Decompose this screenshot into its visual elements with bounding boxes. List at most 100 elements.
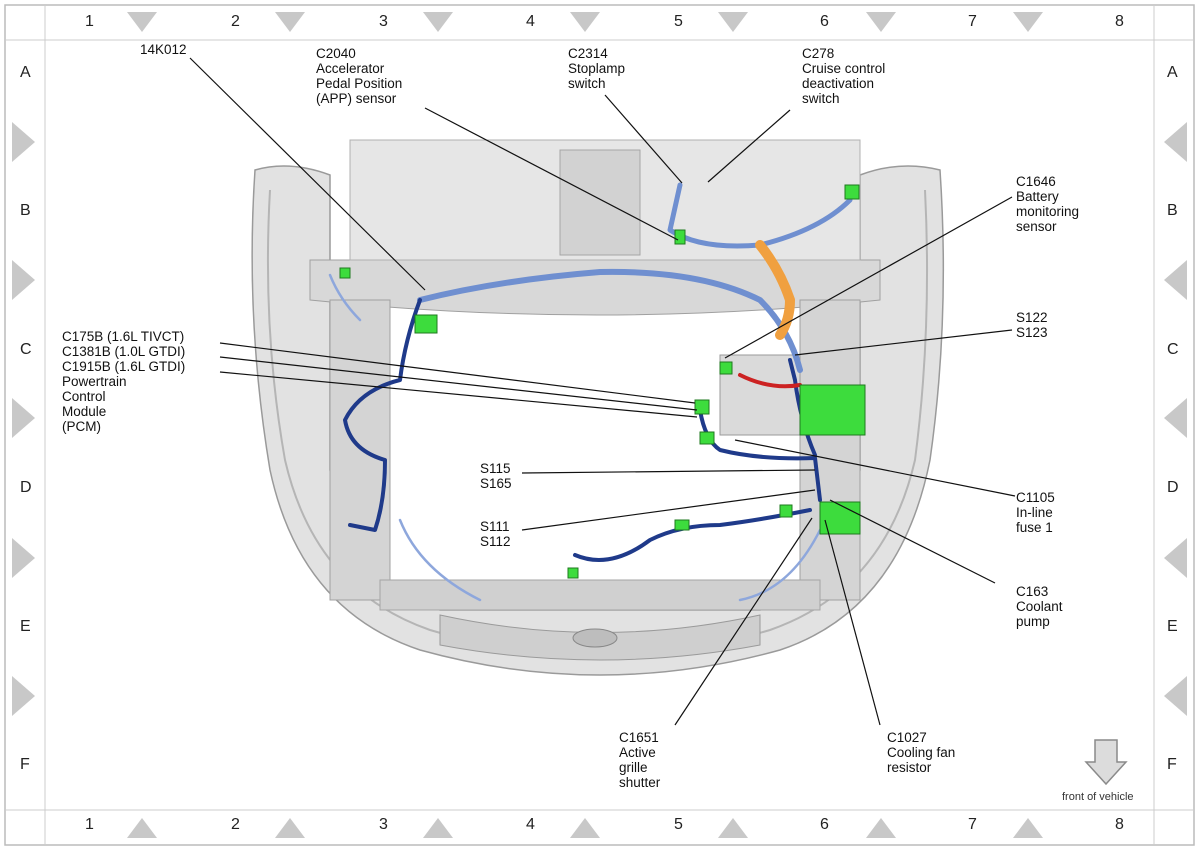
c1646-line-3: monitoring — [1016, 204, 1080, 219]
s111-line-1: S111 — [480, 519, 510, 534]
c278-line-2: Cruise control — [802, 61, 886, 76]
grid-row-left-d: D — [20, 479, 32, 496]
label-c2040: C2040 Accelerator Pedal Position (APP) s… — [316, 46, 402, 106]
grid-row-left-a: A — [20, 64, 31, 81]
label-s111-s112: S111 S112 — [480, 519, 511, 549]
c2314-line-3: switch — [568, 76, 606, 91]
label-c1646: C1646 Battery monitoring sensor — [1016, 174, 1079, 234]
grid-col-top-6: 6 — [820, 13, 829, 30]
c1646-line-2: Battery — [1016, 189, 1059, 204]
s122-line-2: S123 — [1016, 325, 1048, 340]
grid-row-right-c: C — [1167, 341, 1179, 358]
c1105-line-2: In-line — [1016, 505, 1053, 520]
pcm-line-1: C175B (1.6L TIVCT) — [62, 329, 185, 344]
front-arrow-icon — [1084, 739, 1128, 786]
grid-col-top-2: 2 — [231, 13, 240, 30]
c2314-line-2: Stoplamp — [568, 61, 626, 76]
pcm-line-7: (PCM) — [62, 419, 101, 434]
c1651-line-2: Active — [619, 745, 656, 760]
grid-row-left-c: C — [20, 341, 32, 358]
c1027-line-2: Cooling fan — [887, 745, 956, 760]
s115-line-2: S165 — [480, 476, 512, 491]
c163-line-2: Coolant — [1016, 599, 1063, 614]
grid-row-left-e: E — [20, 618, 31, 635]
grid-markers-bottom — [127, 818, 1043, 838]
c278-line-1: C278 — [802, 46, 835, 61]
grid-row-right-b: B — [1167, 202, 1178, 219]
grid-col-bottom-2: 2 — [231, 816, 240, 833]
s111-line-2: S112 — [480, 534, 511, 549]
c1651-line-1: C1651 — [619, 730, 659, 745]
harness-pcm-branch — [698, 408, 822, 502]
c2040-line-4: (APP) sensor — [316, 91, 397, 106]
harness-right-light — [738, 528, 822, 602]
pcm-line-6: Module — [62, 404, 107, 419]
front-of-vehicle-caption: front of vehicle — [1062, 791, 1134, 803]
label-pcm: C175B (1.6L TIVCT) C1381B (1.0L GTDI) C1… — [62, 329, 185, 434]
c1027-line-3: resistor — [887, 760, 932, 775]
c163-line-3: pump — [1016, 614, 1050, 629]
label-14k012: 14K012 — [140, 42, 187, 57]
pcm-line-3: C1915B (1.6L GTDI) — [62, 359, 186, 374]
grid-col-top-7: 7 — [968, 13, 977, 30]
label-s122-s123: S122 S123 — [1016, 310, 1048, 340]
grid-col-bottom-1: 1 — [85, 816, 94, 833]
label-c1105: C1105 In-line fuse 1 — [1016, 490, 1055, 535]
c1105-line-3: fuse 1 — [1016, 520, 1053, 535]
grid-col-top-8: 8 — [1115, 13, 1124, 30]
battery-cable — [738, 373, 802, 389]
main-harness-trunk — [417, 268, 803, 373]
c1027-line-1: C1027 — [887, 730, 927, 745]
grid-col-bottom-4: 4 — [526, 816, 535, 833]
orange-duct — [755, 240, 795, 340]
grid-row-right-e: E — [1167, 618, 1178, 635]
grid-row-left-f: F — [20, 756, 30, 773]
harness-left-side — [343, 298, 422, 532]
grid-col-top-4: 4 — [526, 13, 535, 30]
label-c1651: C1651 Active grille shutter — [619, 730, 660, 790]
grid-row-right-d: D — [1167, 479, 1179, 496]
c2040-line-1: C2040 — [316, 46, 356, 61]
grid-row-left-b: B — [20, 202, 31, 219]
c2040-line-3: Pedal Position — [316, 76, 403, 91]
grid-col-top-3: 3 — [379, 13, 388, 30]
grid-row-right-f: F — [1167, 756, 1177, 773]
harness-left-light — [328, 273, 482, 602]
grid-row-right-a: A — [1167, 64, 1178, 81]
grid-markers-left — [12, 122, 35, 716]
c1105-line-1: C1105 — [1016, 490, 1055, 505]
grid-col-bottom-3: 3 — [379, 816, 388, 833]
pcm-connector-block — [799, 384, 866, 436]
grid-col-bottom-5: 5 — [674, 816, 683, 833]
pcm-line-2: C1381B (1.0L GTDI) — [62, 344, 186, 359]
c2040-line-2: Accelerator — [316, 61, 385, 76]
grid-col-bottom-8: 8 — [1115, 816, 1124, 833]
label-s115-s165: S115 S165 — [480, 461, 512, 491]
s115-line-1: S115 — [480, 461, 511, 476]
pcm-line-4: Powertrain — [62, 374, 127, 389]
label-c278: C278 Cruise control deactivation switch — [802, 46, 885, 106]
connectors — [339, 184, 866, 579]
c278-line-4: switch — [802, 91, 840, 106]
leader-lines — [189, 57, 1016, 726]
grid-markers-right — [1164, 122, 1187, 716]
s122-line-1: S122 — [1016, 310, 1048, 325]
label-c2314: C2314 Stoplamp switch — [568, 46, 625, 91]
grid-col-bottom-7: 7 — [968, 816, 977, 833]
c1646-line-1: C1646 — [1016, 174, 1056, 189]
vehicle-front-body — [251, 139, 945, 676]
grid-col-top-5: 5 — [674, 13, 683, 30]
grid-markers-top — [127, 12, 1043, 32]
label-c163: C163 Coolant pump — [1016, 584, 1063, 629]
c278-line-3: deactivation — [802, 76, 875, 91]
c2314-line-1: C2314 — [568, 46, 608, 61]
c1651-line-4: shutter — [619, 775, 661, 790]
c163-line-1: C163 — [1016, 584, 1049, 599]
c1651-line-3: grille — [619, 760, 648, 775]
grid-col-top-1: 1 — [85, 13, 94, 30]
grid-col-bottom-6: 6 — [820, 816, 829, 833]
label-c1027: C1027 Cooling fan resistor — [887, 730, 955, 775]
pcm-line-5: Control — [62, 389, 106, 404]
coolant-pump-connector — [819, 501, 861, 535]
